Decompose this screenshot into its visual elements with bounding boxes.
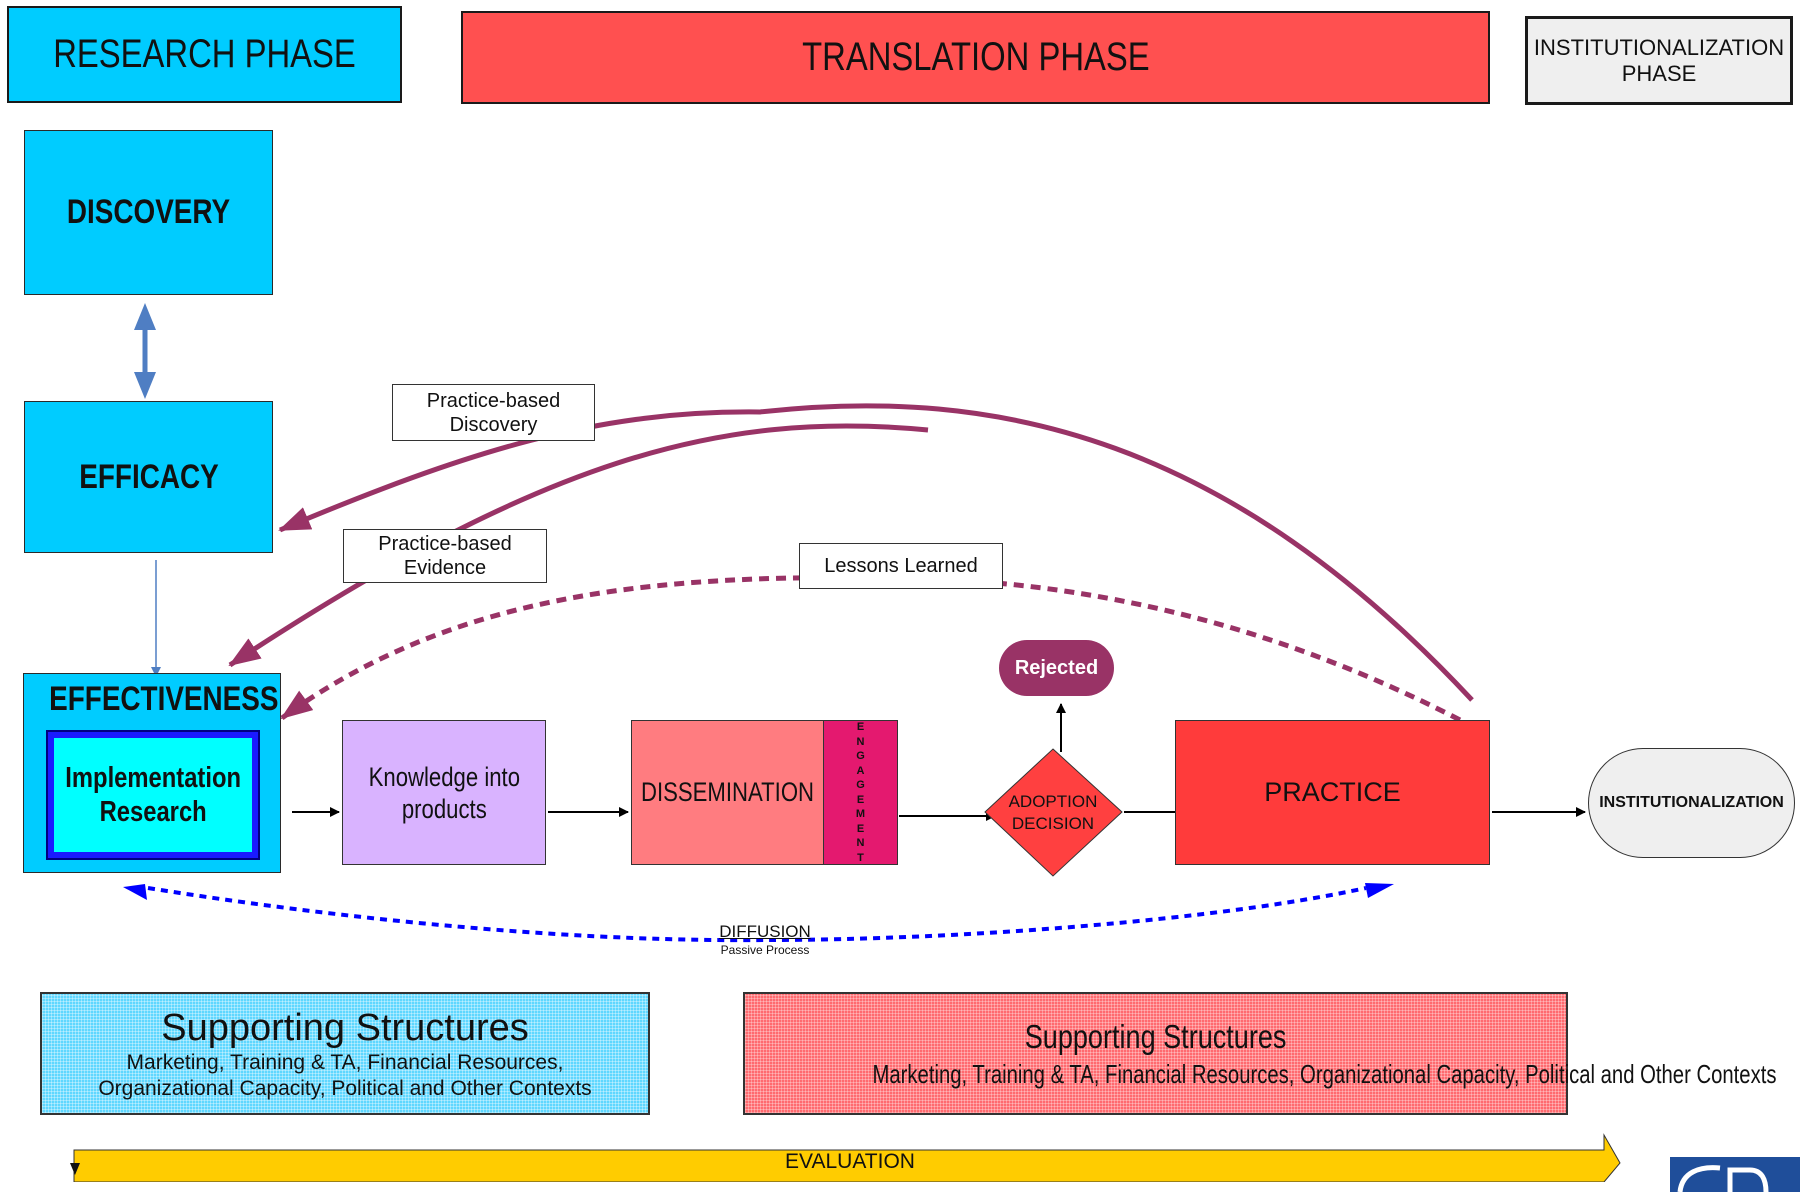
evaluation-arrow xyxy=(70,1133,1621,1182)
diffusion-subtitle: Passive Process xyxy=(720,943,810,957)
efficacy-label: EFFICACY xyxy=(78,457,219,496)
engagement-letter: G xyxy=(856,750,865,762)
translation-phase-label: TRANSLATION PHASE xyxy=(801,35,1150,79)
supporting-structures-translation-title: Supporting Structures xyxy=(1024,1017,1287,1055)
engagement-letter: E xyxy=(856,721,865,733)
research-phase-label: RESEARCH PHASE xyxy=(53,32,356,76)
institutionalization-phase-header: INSTITUTIONALIZATION PHASE xyxy=(1525,16,1793,105)
effectiveness-box: EFFECTIVENESS Implementation Research xyxy=(23,673,281,873)
practice-based-evidence-label: Practice-based Evidence xyxy=(343,529,547,583)
institutionalization-phase-label-line2: PHASE xyxy=(1621,60,1697,86)
engagement-letter: M xyxy=(855,808,866,820)
knowledge-into-products-box: Knowledge into products xyxy=(342,720,546,865)
institutionalization-node: INSTITUTIONALIZATION xyxy=(1588,748,1795,858)
effectiveness-label: EFFECTIVENESS xyxy=(49,680,279,718)
lessons-learned-text: Lessons Learned xyxy=(824,555,978,577)
practice-based-discovery-arc xyxy=(278,403,1474,702)
practice-based-evidence-line2: Evidence xyxy=(403,557,487,579)
research-phase-header: RESEARCH PHASE xyxy=(7,6,402,103)
supporting-structures-research: Supporting Structures Marketing, Trainin… xyxy=(40,992,650,1115)
knowledge-label-line2: products xyxy=(401,793,487,824)
discovery-label: DISCOVERY xyxy=(66,193,231,231)
supporting-structures-translation-body: Marketing, Training & TA, Financial Reso… xyxy=(872,1058,1777,1089)
supporting-structures-research-body-line2: Organizational Capacity, Political and O… xyxy=(98,1076,592,1100)
engagement-letter: A xyxy=(856,764,865,777)
institutionalization-label: INSTITUTIONALIZATION xyxy=(1599,794,1784,811)
engagement-letter: E xyxy=(856,822,865,835)
adoption-decision-label-line1: ADOPTION xyxy=(1009,792,1098,811)
lessons-learned-arc xyxy=(280,574,1462,723)
supporting-structures-translation: Supporting Structures Marketing, Trainin… xyxy=(743,992,1776,1115)
lessons-learned-label: Lessons Learned xyxy=(799,543,1003,589)
discovery-efficacy-double-arrow xyxy=(134,303,156,399)
practice-label: PRACTICE xyxy=(1264,777,1401,807)
evaluation-label: EVALUATION xyxy=(785,1150,915,1173)
rejected-label: Rejected xyxy=(1014,656,1099,679)
effectiveness-title-wrap: EFFECTIVENESS xyxy=(24,680,280,719)
adoption-decision-diamond xyxy=(984,748,1123,877)
institutionalization-phase-label-line1: INSTITUTIONALIZATION xyxy=(1533,34,1785,60)
practice-based-discovery-line2: Discovery xyxy=(449,413,538,436)
engagement-letter: N xyxy=(856,837,865,849)
agency-logo-fragment xyxy=(1670,1157,1800,1192)
dissemination-box: DISSEMINATION xyxy=(631,720,824,865)
practice-based-discovery-label: Practice-based Discovery xyxy=(392,384,595,441)
practice-based-evidence-arc xyxy=(228,423,929,668)
engagement-letter: E xyxy=(856,793,865,806)
efficacy-to-effectiveness-arrow xyxy=(151,560,161,677)
engagement-letter: N xyxy=(856,735,865,748)
implementation-research-box: Implementation Research xyxy=(46,730,260,860)
knowledge-label-line1: Knowledge into xyxy=(368,761,520,792)
supporting-structures-research-body-line1: Marketing, Training & TA, Financial Reso… xyxy=(126,1050,564,1074)
practice-based-evidence-line1: Practice-based xyxy=(378,533,512,555)
efficacy-box: EFFICACY xyxy=(24,401,273,553)
translation-phase-header: TRANSLATION PHASE xyxy=(461,11,1490,104)
practice-based-discovery-line1: Practice-based xyxy=(426,389,561,412)
engagement-strip: E N G A G E M E N T xyxy=(823,720,898,865)
supporting-structures-research-title: Supporting Structures xyxy=(161,1006,529,1049)
discovery-box: DISCOVERY xyxy=(24,130,273,295)
engagement-letter: G xyxy=(856,779,865,791)
practice-box: PRACTICE xyxy=(1175,720,1490,865)
engagement-letter: T xyxy=(857,851,864,864)
diffusion-label: DIFFUSION Passive Process xyxy=(700,922,830,957)
adoption-decision-label-line2: DECISION xyxy=(1012,814,1094,833)
rejected-node: Rejected xyxy=(999,640,1114,696)
implementation-research-label-line1: Implementation xyxy=(65,762,241,794)
diffusion-title: DIFFUSION xyxy=(719,922,811,941)
dissemination-label: DISSEMINATION xyxy=(640,777,815,807)
implementation-research-label-line2: Research xyxy=(99,796,207,828)
diffusion-arrow xyxy=(123,883,1394,943)
